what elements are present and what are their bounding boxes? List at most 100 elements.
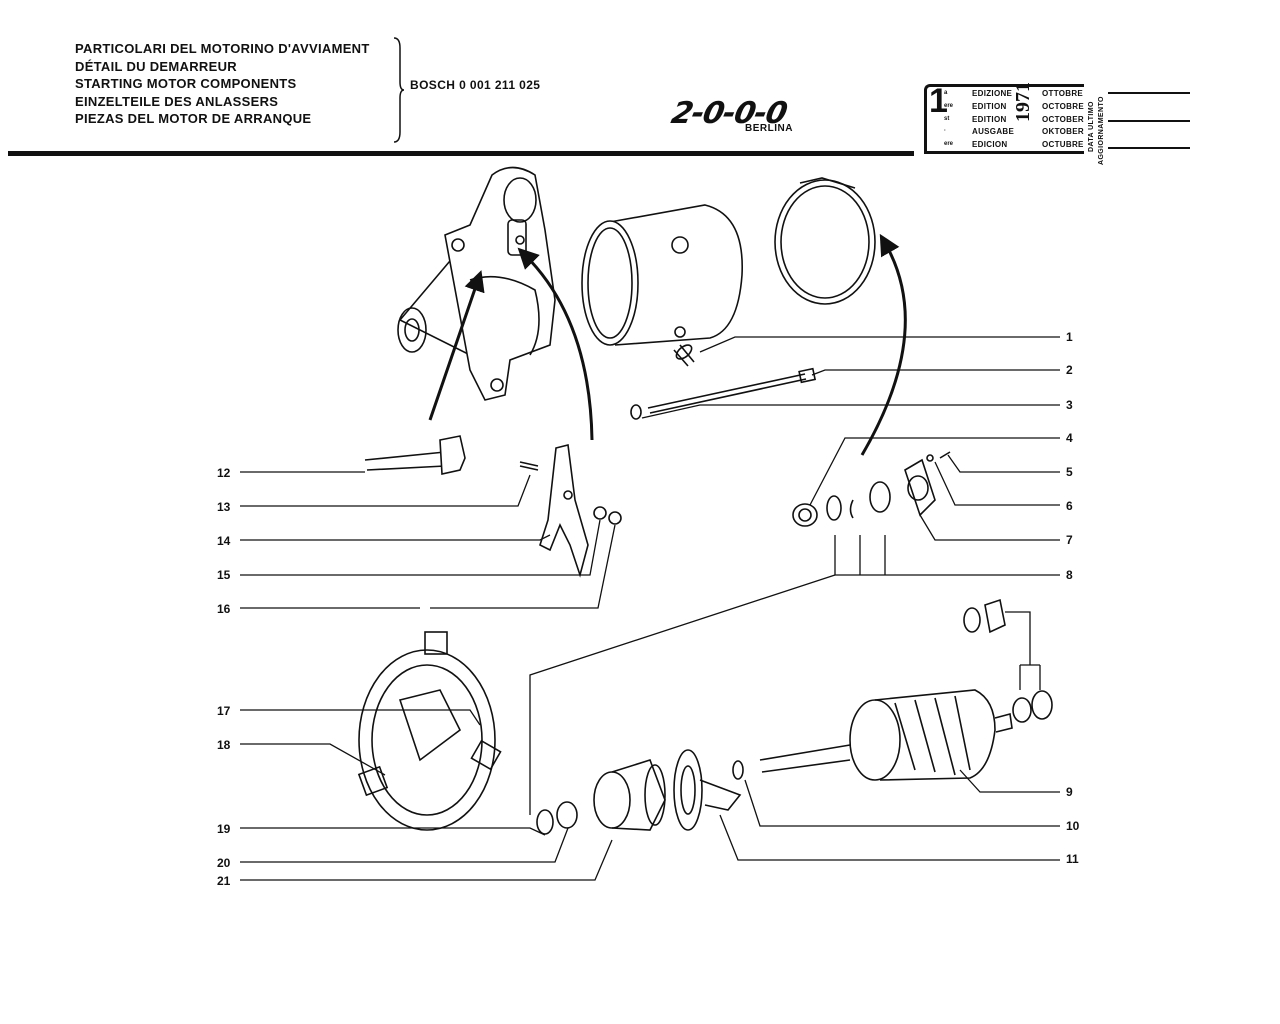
edition-month: OKTOBER	[1042, 127, 1084, 136]
edition-box	[924, 84, 1084, 154]
callout-number: 9	[1066, 785, 1073, 799]
leader-line	[934, 461, 1060, 506]
callout-number: 14	[217, 534, 231, 548]
sheet-title-block: PARTICOLARI DEL MOTORINO D'AVVIAMENT DÉT…	[75, 40, 370, 128]
part-bush	[556, 801, 578, 829]
leader-line	[744, 779, 1060, 827]
callout-number: 11	[1066, 852, 1079, 866]
leader-line	[809, 437, 1060, 506]
part-cap	[984, 598, 1006, 634]
callout-number: 2	[1066, 363, 1073, 377]
callout-number: 20	[217, 856, 231, 870]
callout-number: 3	[1066, 398, 1073, 412]
assembly-arrow	[860, 233, 907, 456]
part-circlip	[732, 760, 744, 780]
edition-word: AUSGABE	[972, 127, 1015, 136]
callout-number: 1	[1066, 330, 1073, 344]
leader-line	[959, 769, 1060, 793]
callout-number: 19	[217, 822, 231, 836]
leader-line	[240, 534, 551, 541]
part-screw	[519, 461, 539, 471]
edition-suffix: a	[944, 90, 948, 96]
callout-number: 13	[217, 500, 231, 514]
leader-line	[240, 827, 569, 863]
part-number: BOSCH 0 001 211 025	[410, 78, 541, 92]
title-french: DÉTAIL DU DEMARREUR	[75, 58, 237, 74]
part-nut	[608, 511, 622, 525]
part-intermediate-bearing	[673, 749, 742, 831]
title-german: EINZELTEILE DES ANLASSERS	[75, 93, 279, 109]
end-cover	[774, 177, 876, 305]
leader-line	[699, 336, 1060, 353]
leader-line	[240, 839, 613, 881]
callout-number: 4	[1066, 431, 1073, 445]
edition-word: EDIZIONE	[972, 89, 1013, 98]
callout-number: 17	[217, 704, 231, 718]
brush-holder-plate	[357, 631, 502, 831]
leader-line	[240, 743, 386, 776]
part-bush-and-shims	[792, 451, 951, 527]
callout-number: 18	[217, 738, 231, 752]
update-line	[1108, 147, 1190, 149]
update-line	[1108, 92, 1190, 94]
header-rule	[8, 151, 914, 156]
callout-number: 12	[217, 466, 231, 480]
leader-line	[240, 524, 616, 609]
edition-word: EDICION	[972, 140, 1008, 149]
part-pivot-bolt	[364, 435, 466, 475]
part-shim	[1012, 697, 1032, 723]
model-variant: BERLINA	[745, 123, 793, 134]
title-english: STARTING MOTOR COMPONENTS	[75, 76, 297, 91]
yoke-housing	[581, 204, 743, 346]
callout-number: 6	[1066, 499, 1073, 513]
leader-line	[719, 814, 1060, 861]
part-washer	[630, 404, 642, 420]
edition-suffix: ere	[944, 141, 954, 147]
leader-line	[240, 519, 601, 576]
title-spanish: PIEZAS DEL MOTOR DE ARRANQUE	[75, 111, 312, 126]
leader-line	[529, 574, 836, 815]
edition-word: EDITION	[972, 102, 1007, 111]
part-drive-pinion	[593, 759, 666, 831]
callout-number: 21	[217, 874, 231, 888]
edition-number: 1	[929, 82, 948, 120]
part-shim	[1031, 690, 1053, 720]
edition-suffix: ere	[944, 103, 954, 109]
edition-suffix: ·	[944, 128, 946, 134]
assembly-arrow	[517, 247, 594, 441]
update-line	[1108, 120, 1190, 122]
part-through-bolt	[647, 367, 817, 414]
part-screw	[673, 344, 695, 367]
callout-number: 15	[217, 568, 231, 582]
callout-number: 8	[1066, 568, 1073, 582]
title-brace	[393, 37, 405, 143]
leader-line	[240, 827, 546, 836]
edition-month: OTTOBRE	[1042, 89, 1084, 98]
part-washer	[593, 506, 607, 520]
callout-number: 10	[1066, 819, 1080, 833]
leader-line	[641, 404, 1060, 419]
leader-line	[240, 709, 481, 726]
title-italian: PARTICOLARI DEL MOTORINO D'AVVIAMENT	[75, 41, 370, 56]
edition-month: OCTUBRE	[1042, 140, 1084, 149]
assembly-arrow	[428, 270, 485, 421]
callout-number: 16	[217, 602, 231, 616]
part-washer	[536, 809, 554, 835]
edition-suffix: st	[944, 116, 950, 122]
leader-line	[919, 514, 1060, 541]
edition-word: EDITION	[972, 115, 1007, 124]
part-shim	[963, 607, 981, 633]
callout-number: 7	[1066, 533, 1073, 547]
part-fork-lever	[539, 444, 589, 578]
leader-line	[240, 474, 531, 507]
callout-number: 5	[1066, 465, 1073, 479]
part-armature	[759, 689, 1013, 781]
drive-end-housing	[397, 166, 556, 401]
leader-line	[811, 369, 1060, 376]
leader-line	[947, 454, 1060, 473]
edition-month: OCTOBRE	[1042, 102, 1084, 111]
leader-line	[1005, 611, 1041, 690]
edition-month: OCTOBER	[1042, 115, 1084, 124]
leader-line	[834, 535, 1060, 576]
